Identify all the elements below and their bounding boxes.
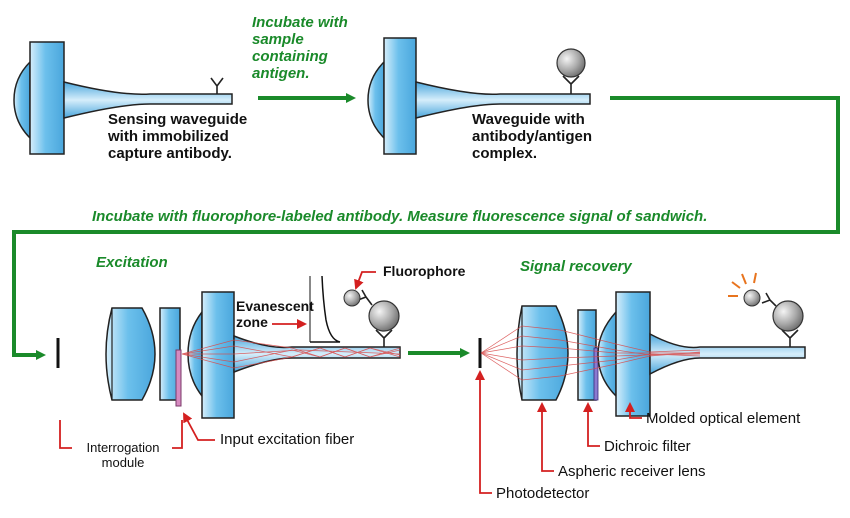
evanescent-line-2: zone	[236, 314, 268, 330]
photodetector-label: Photodetector	[496, 485, 590, 502]
callout-dichroic	[583, 402, 600, 447]
aspheric-label: Aspheric receiver lens	[558, 463, 706, 480]
excitation-assembly	[56, 275, 401, 419]
evanescent-curve	[310, 275, 341, 343]
callout-aspheric	[537, 402, 554, 472]
incubate-antigen-label: Incubate with sample containing antigen.	[252, 14, 348, 82]
recovery-assembly	[478, 272, 806, 417]
callout-input-fiber	[183, 412, 215, 441]
fluorophore-sphere	[343, 289, 361, 307]
incubate-fluorophore-label: Incubate with fluorophore-labeled antibo…	[92, 208, 708, 225]
dichroic-label: Dichroic filter	[604, 438, 691, 455]
sensing-label-line-2: with immobilized	[108, 128, 229, 145]
capture-antibody-icon	[210, 77, 224, 94]
input-fiber-label: Input excitation fiber	[220, 431, 355, 448]
sensing-label-line-3: capture antibody.	[108, 145, 232, 162]
dichroic-strip	[593, 347, 599, 401]
sensing-waveguide	[13, 41, 233, 155]
emission-rays-icon	[728, 272, 757, 297]
fluorophore-label: Fluorophore	[383, 263, 466, 279]
interrogation-line-1: Interrogation	[86, 440, 160, 455]
complex-label-line-3: complex.	[472, 145, 538, 162]
evanescent-line-1: Evanescent	[236, 298, 314, 314]
callout-photodetector	[475, 370, 492, 494]
sensing-label-line-1: Sensing waveguide	[108, 111, 248, 128]
interrogation-line-2: module	[101, 455, 145, 470]
incubate-antigen-line-2: sample	[252, 31, 304, 48]
evanescent-label: Evanescent zone	[236, 298, 314, 330]
input-fiber-element	[175, 349, 182, 407]
interrogation-label: Interrogation module	[76, 440, 170, 470]
signal-recovery-title: Signal recovery	[520, 258, 632, 275]
complex-label-line-2: antibody/antigen	[472, 128, 592, 145]
incubate-antigen-line-4: antigen.	[252, 65, 310, 82]
sandwich-complex-icon	[343, 289, 400, 347]
complex-waveguide	[367, 37, 591, 155]
emitting-complex-icon	[728, 272, 804, 347]
complex-label-line-1: Waveguide with	[472, 111, 585, 128]
callout-molded	[625, 402, 642, 419]
callout-interrogation	[59, 420, 183, 449]
callout-fluorophore	[354, 271, 376, 290]
antibody-antigen-icon	[556, 48, 586, 94]
excitation-title: Excitation	[96, 254, 168, 271]
complex-label: Waveguide with antibody/antigen complex.	[472, 111, 592, 162]
molded-label: Molded optical element	[646, 410, 801, 427]
incubate-antigen-line-1: Incubate with	[252, 14, 348, 31]
sensing-label: Sensing waveguide with immobilized captu…	[108, 111, 247, 162]
incubate-antigen-line-3: containing	[252, 48, 328, 65]
flow-arrow-connector	[12, 96, 840, 360]
